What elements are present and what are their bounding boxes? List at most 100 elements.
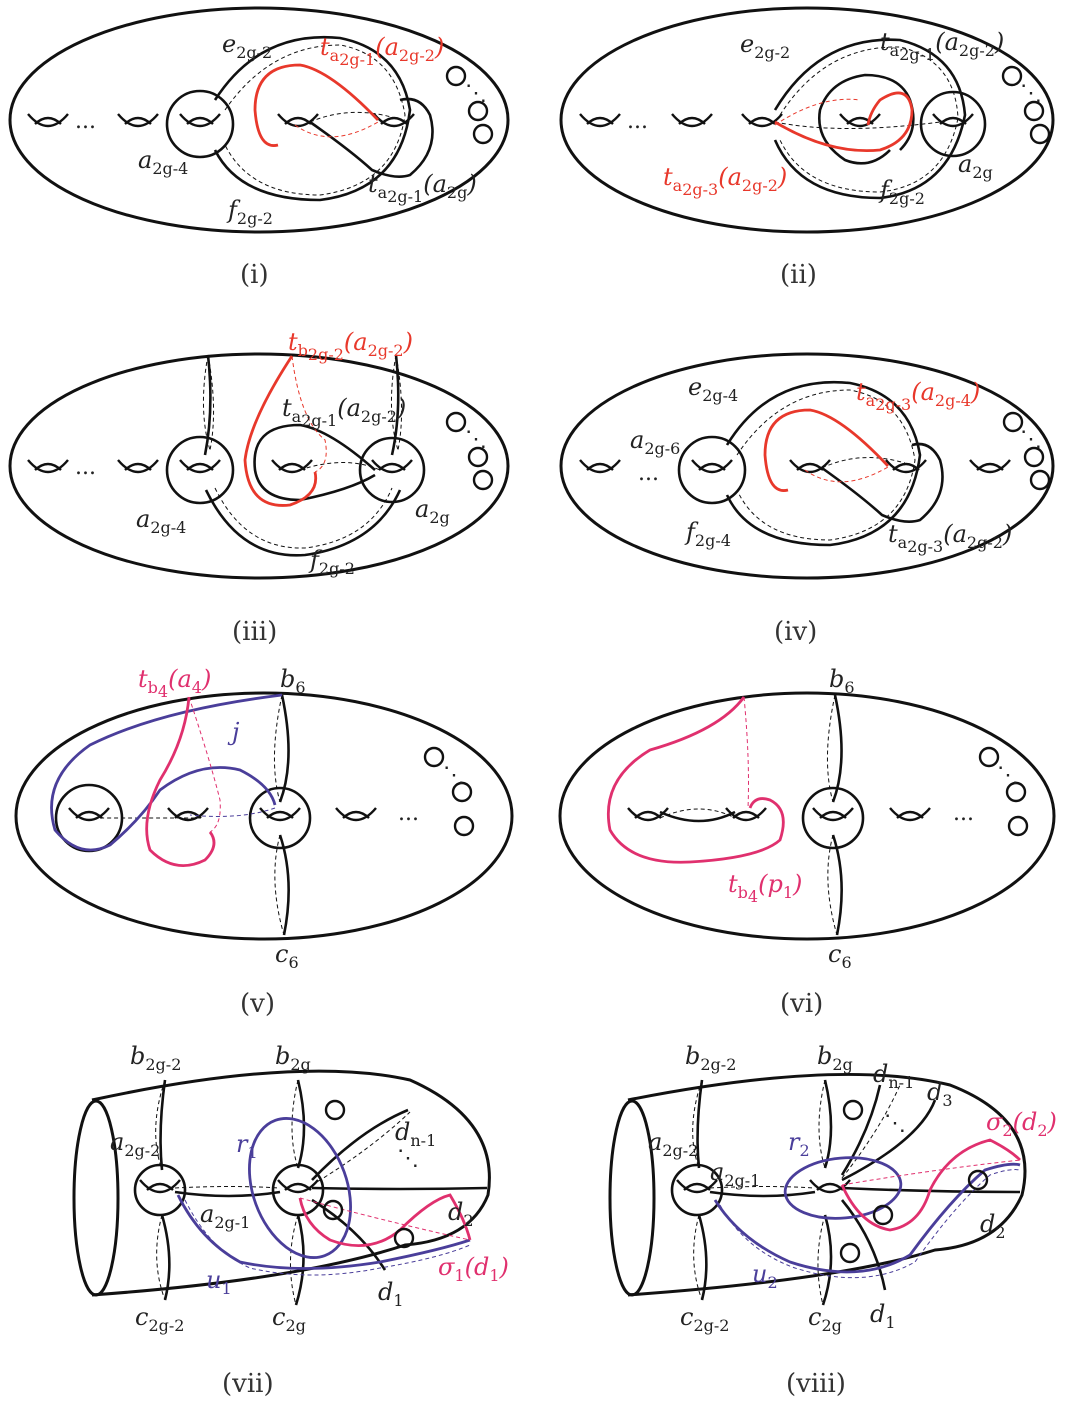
label-t-red: ta2g-3(a2g-2) <box>663 163 787 199</box>
curve-j <box>50 693 283 852</box>
label-sigma1: σ1(d1) <box>438 1253 509 1285</box>
curve-f-2g-2 <box>224 44 406 196</box>
svg-text:⋱: ⋱ <box>1020 427 1042 452</box>
panel-iii: ... ⋱ tb2g-2(a2g-2) ta2g-1(a2g-2) a2g-4 … <box>8 328 510 647</box>
curve-t-b4-a4 <box>145 696 216 867</box>
curve-t-a2g3-a2g2 <box>821 442 944 523</box>
label-f: f2g-2 <box>226 196 273 228</box>
curve-t-b4-p1 <box>606 696 785 864</box>
label-t-black: ta2g-1(a2g) <box>368 170 477 206</box>
curve-e <box>773 38 967 200</box>
panel-viii: ⋱ b2g-2 b2g dn-1 d3 σ2(d2) a2g-2 r2 a2g-… <box>608 1042 1057 1399</box>
label-b-2g-2: b2g-2 <box>130 1042 181 1074</box>
caption: (viii) <box>786 1369 846 1399</box>
label-d2: d2 <box>448 1198 474 1230</box>
label-d-n-1: dn-1 <box>395 1118 436 1150</box>
label-a-2g-4: a2g-4 <box>136 505 186 537</box>
label-c-2g-2: c2g-2 <box>680 1303 729 1335</box>
label-d3: d3 <box>927 1078 953 1110</box>
boundary-icon <box>467 100 489 122</box>
panel-vi: ... ⋱ b6 tb4(p1) c6 (vi) <box>558 665 1056 1019</box>
svg-text:⋱: ⋱ <box>465 81 487 106</box>
handle-icon <box>116 112 160 128</box>
label-a-2g-1: a2g-1 <box>710 1158 760 1190</box>
label-t-red: tb2g-2(a2g-2) <box>288 328 413 364</box>
label-u1: u1 <box>206 1266 232 1298</box>
curve-r2 <box>783 1156 903 1220</box>
svg-text:...: ... <box>953 801 974 826</box>
label-d1: d1 <box>378 1278 404 1310</box>
panel-v: ... ⋱ tb4(a4) b6 j c6 (v) <box>14 665 514 1019</box>
label-f: f2g-2 <box>878 176 925 208</box>
svg-text:⋱: ⋱ <box>443 763 465 788</box>
caption: (ii) <box>780 260 817 290</box>
label-c-2g: c2g <box>808 1303 842 1335</box>
curve-t-a2g1-a2g <box>309 97 434 178</box>
label-a-2g-2: a2g-2 <box>110 1128 160 1160</box>
caption: (iv) <box>774 617 817 647</box>
curve-r1 <box>248 1117 352 1259</box>
curve-a-2g-4 <box>165 89 235 159</box>
surface-boundary <box>559 6 1055 234</box>
label-e: e2g-2 <box>222 30 272 62</box>
label-a-2g-2: a2g-2 <box>648 1128 698 1160</box>
label-f: f2g-2 <box>308 546 355 578</box>
panel-vii: ⋱ b2g-2 b2g a2g-2 r1 dn-1 a2g-1 d2 u1 σ1… <box>72 1042 509 1399</box>
curve-a-2g <box>919 90 987 158</box>
boundary-icon <box>445 65 467 87</box>
label-c6: c6 <box>828 940 852 972</box>
label-j: j <box>227 718 240 746</box>
panel-ii: ... ⋱ e2g-2 ta2g-1(a2g-2) ta2g-3(a2g-2) … <box>559 6 1055 290</box>
label-a-2g: a2g <box>958 150 993 182</box>
label-b-2g: b2g <box>817 1042 853 1074</box>
label-e: e2g-2 <box>740 30 790 62</box>
svg-text:...: ... <box>627 109 648 134</box>
panel-iv: ... ⋱ e2g-4 ta2g-3(a2g-4) a2g-6 f2g-4 ta… <box>559 352 1055 647</box>
curve-e <box>725 380 922 547</box>
panel-i: ... ⋱ e2g-2 ta2g-1(a2g-2) a2g-4 f2g-2 ta… <box>8 6 510 290</box>
boundary-icon <box>472 123 494 145</box>
label-a-2g: a2g <box>415 495 450 527</box>
label-r1: r1 <box>236 1130 258 1162</box>
label-c-2g-2: c2g-2 <box>135 1303 184 1335</box>
curve-f <box>779 46 959 193</box>
label-t-black: ta2g-1(a2g-2) <box>282 394 406 430</box>
curve-t-a2g3-a2g4 <box>763 408 890 492</box>
label-b6: b6 <box>829 665 855 697</box>
curve-u1 <box>176 1194 471 1270</box>
label-r2: r2 <box>788 1128 810 1160</box>
label-t-pink: tb4(a4) <box>138 665 211 701</box>
caption: (i) <box>240 260 269 290</box>
label-t-red: ta2g-3(a2g-4) <box>856 378 980 414</box>
label-d-n-1: dn-1 <box>873 1060 914 1092</box>
label-d2: d2 <box>980 1210 1006 1242</box>
label-d1: d1 <box>870 1300 896 1332</box>
svg-text:...: ... <box>75 455 96 480</box>
label-u2: u2 <box>752 1260 778 1292</box>
svg-text:⋱: ⋱ <box>1020 81 1042 106</box>
curve-e-2g-2 <box>213 35 412 202</box>
curve-u2 <box>713 1162 1021 1274</box>
caption: (vi) <box>780 989 823 1019</box>
label-a-2g-4: a2g-4 <box>138 146 188 178</box>
curve-t-a2g1-a2g2 <box>253 63 380 147</box>
curve-f <box>204 489 402 557</box>
curve-t-a2g3-a2g2 <box>774 91 914 152</box>
curve-t-a2g1-a2g2 <box>253 423 376 502</box>
label-t-pink: tb4(p1) <box>728 870 802 906</box>
ellipsis: ... <box>75 109 96 134</box>
handle-icon <box>26 112 70 128</box>
svg-text:...: ... <box>398 801 419 826</box>
svg-text:...: ... <box>638 461 659 486</box>
label-b-2g: b2g <box>275 1042 311 1074</box>
svg-text:⋱: ⋱ <box>465 427 487 452</box>
curve-t-b2g2 <box>243 355 318 507</box>
label-e: e2g-4 <box>688 373 738 405</box>
label-a-2g-1: a2g-1 <box>200 1200 250 1232</box>
svg-text:⋱: ⋱ <box>997 763 1019 788</box>
label-b-2g-2: b2g-2 <box>685 1042 736 1074</box>
svg-text:⋱: ⋱ <box>884 1111 906 1136</box>
label-sigma2: σ2(d2) <box>986 1108 1057 1140</box>
label-c6: c6 <box>275 940 299 972</box>
